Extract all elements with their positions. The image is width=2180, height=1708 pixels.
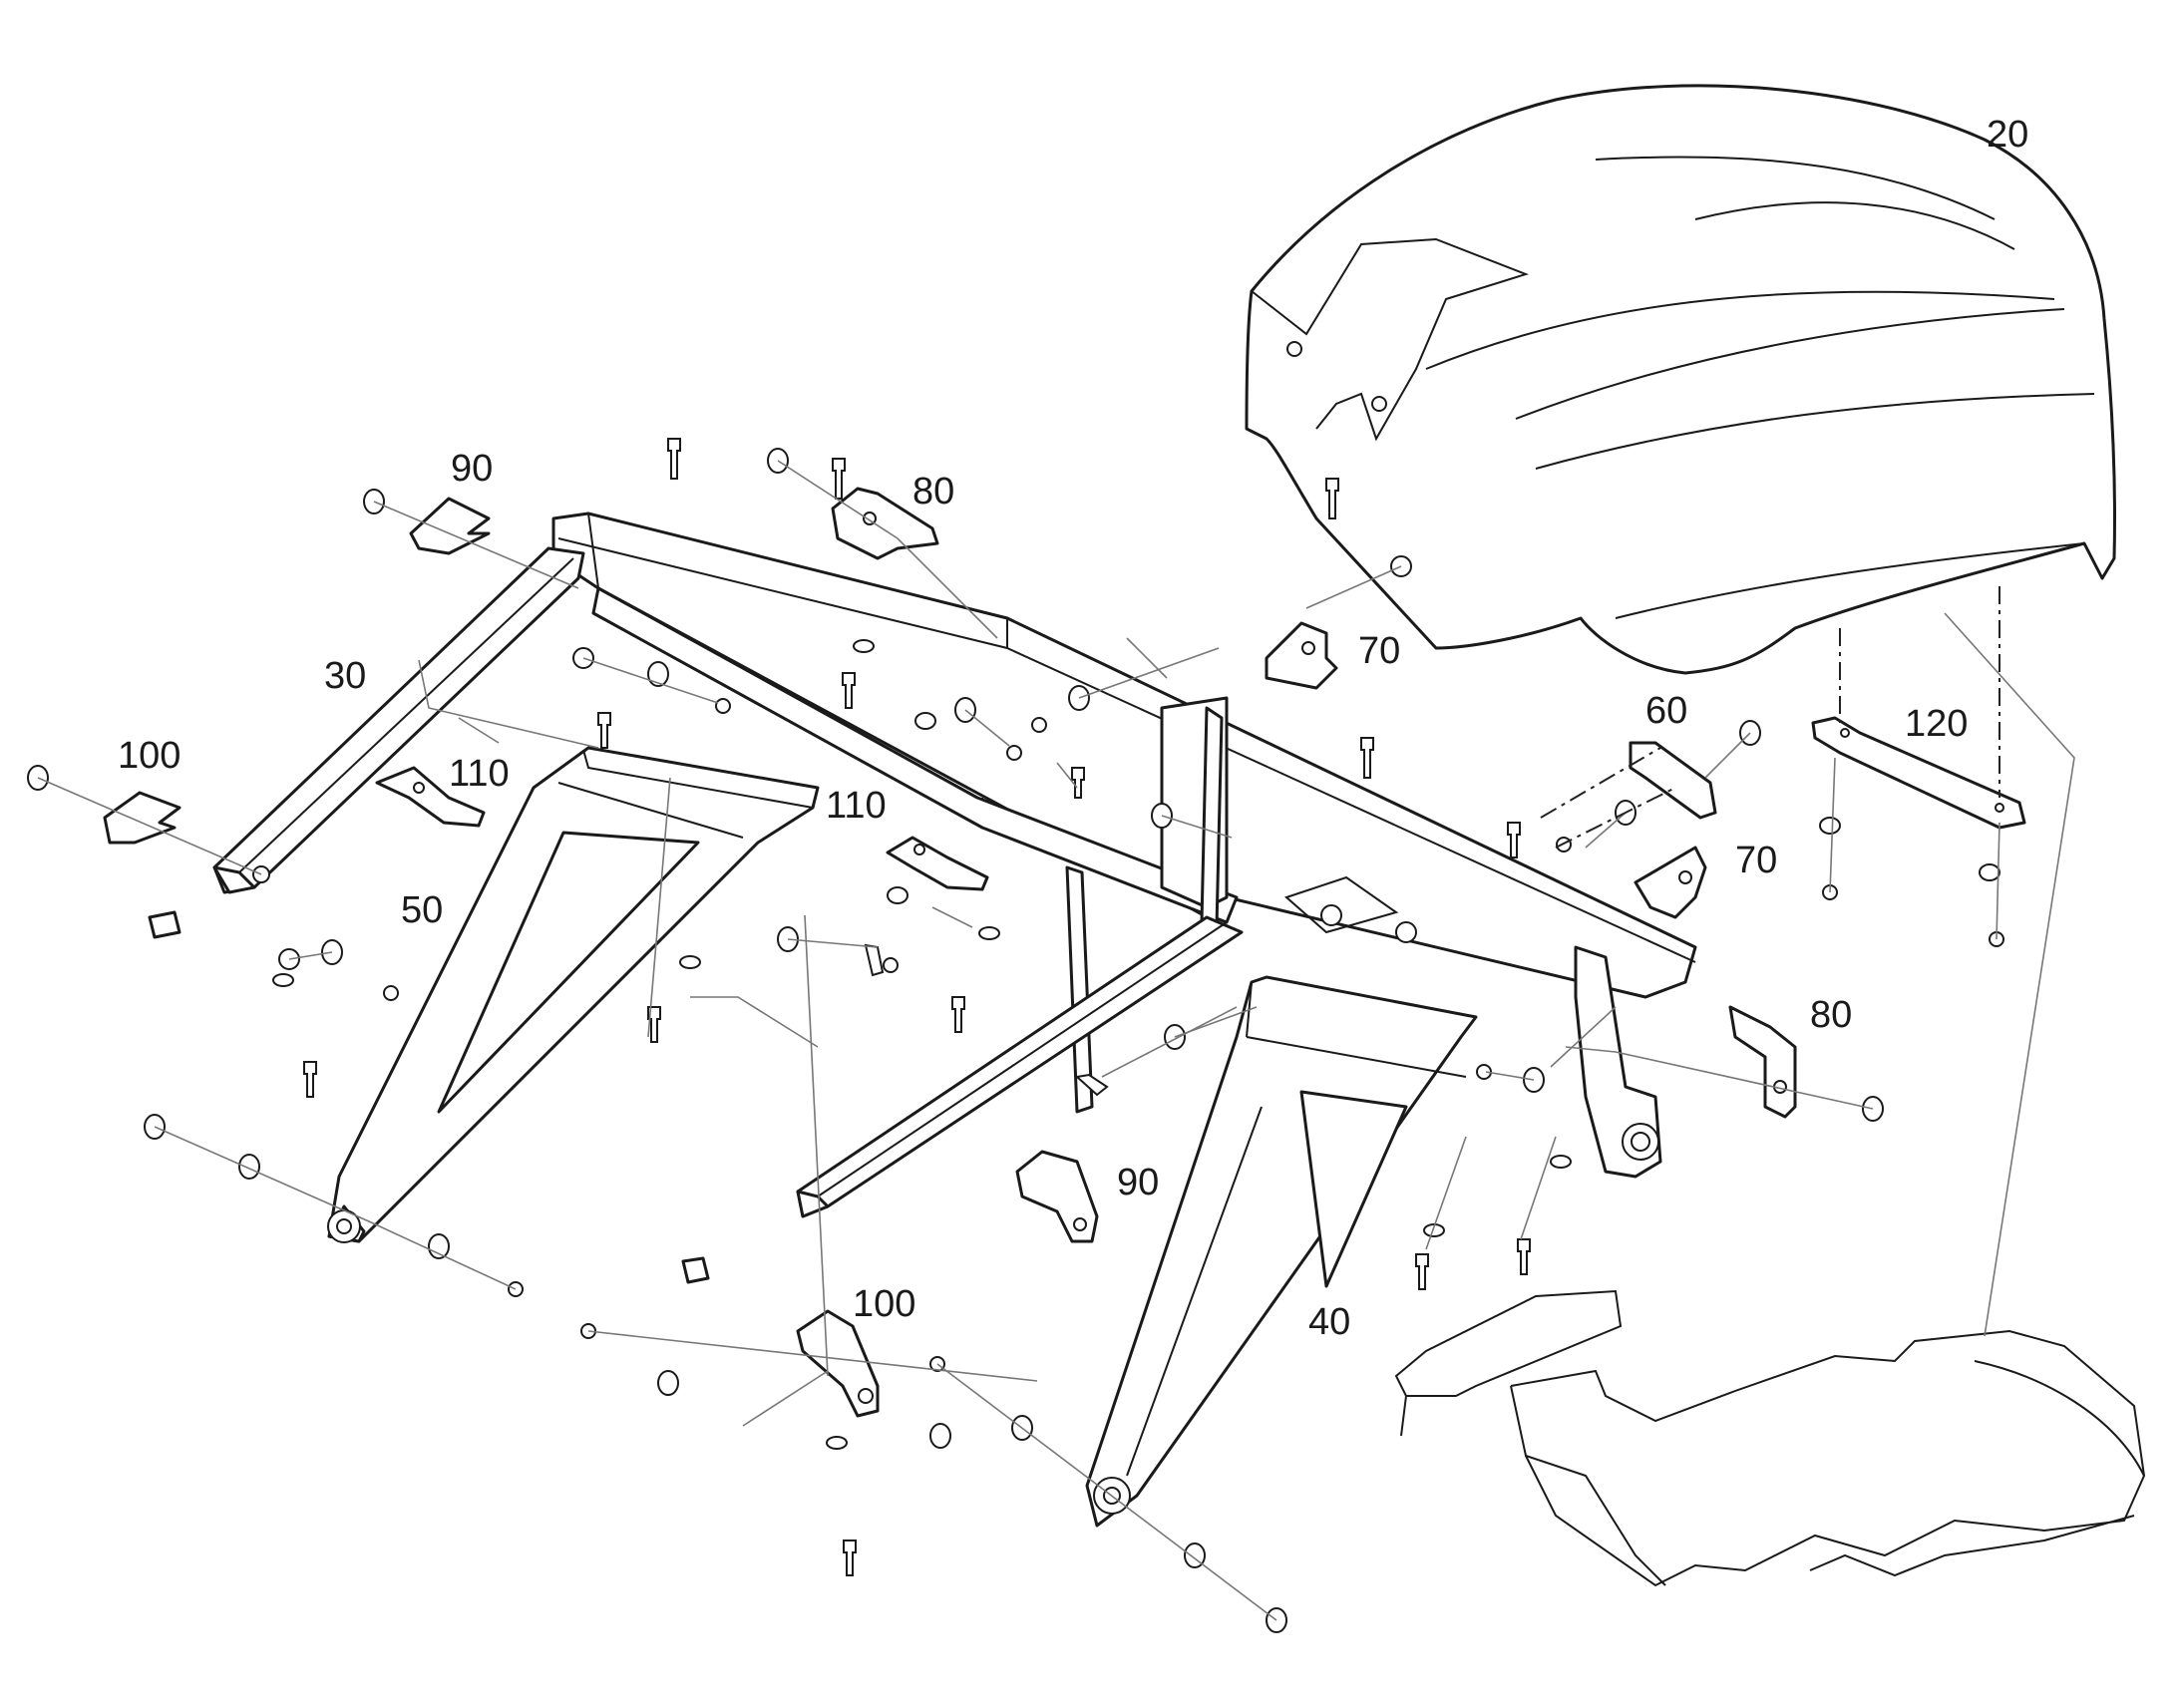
callout-90-upper: 90	[451, 448, 493, 490]
part-110-bracket-right	[886, 836, 989, 891]
end-caps	[148, 910, 710, 1284]
callout-120: 120	[1905, 703, 1968, 745]
callout-labels: 20 30 40 50 60 70 70 80 80 90 90 100 100…	[118, 114, 2028, 1343]
part-70-bracket-upper	[1265, 621, 1338, 690]
washers	[27, 448, 2000, 1633]
part-90-bracket-lower	[1015, 1150, 1099, 1243]
part-30-diagonal-tube	[212, 546, 585, 894]
part-60-bracket	[1629, 741, 1717, 820]
callout-110-left: 110	[449, 753, 510, 795]
part-80-bracket-upper	[831, 487, 939, 560]
part-100-bracket-lower	[796, 1309, 880, 1418]
lower-right-tube	[796, 915, 1244, 1218]
part-110-bracket-left	[375, 766, 486, 828]
part-80-bracket-lower	[1728, 1005, 1797, 1119]
callout-50: 50	[401, 889, 443, 931]
leader-lines	[37, 460, 2075, 1621]
callout-80-lower: 80	[1810, 994, 1852, 1036]
callout-30: 30	[324, 655, 366, 697]
callout-20: 20	[1987, 114, 2028, 156]
part-20-fender-shell	[1245, 84, 2117, 675]
nuts	[383, 698, 2004, 1372]
part-50-left-gusset	[327, 746, 820, 1243]
part-70-bracket-lower	[1634, 846, 1707, 919]
callout-100-lower: 100	[853, 1283, 915, 1325]
part-90-bracket-upper	[409, 497, 491, 555]
callout-70-upper: 70	[1358, 630, 1400, 672]
callout-110-right: 110	[826, 785, 887, 827]
part-120-strap	[1811, 716, 2026, 830]
callout-60: 60	[1645, 690, 1687, 732]
alignment-lines	[1540, 586, 2000, 849]
skid-plate	[1394, 1289, 2146, 1587]
callout-40: 40	[1308, 1301, 1350, 1343]
callout-80-upper: 80	[912, 471, 954, 512]
part-100-bracket-upper	[103, 791, 182, 845]
callout-100-upper: 100	[118, 735, 181, 777]
bolts	[303, 438, 1531, 1576]
callout-90-lower: 90	[1117, 1162, 1159, 1203]
callout-70-lower: 70	[1735, 840, 1777, 881]
part-40-right-gusset	[1085, 975, 1478, 1528]
